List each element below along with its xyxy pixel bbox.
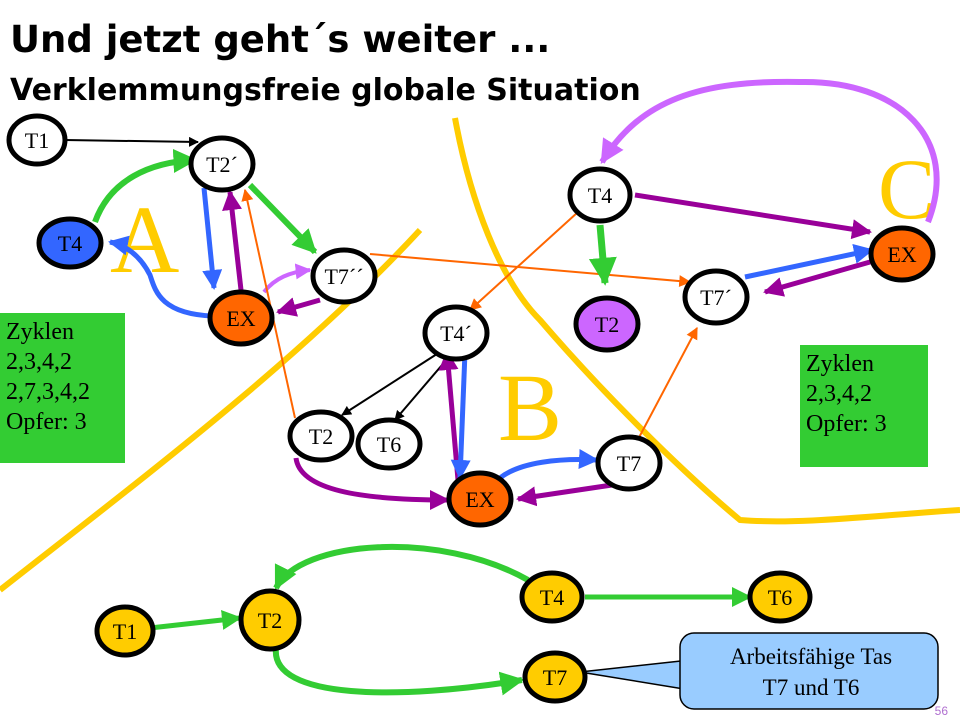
- edge-exb-t7: [498, 449, 599, 481]
- node-t4-top-label: T4: [588, 183, 612, 208]
- node-t7-prime: T7´: [682, 268, 750, 326]
- zyklen-box-right: Zyklen 2,3,4,2 Opfer: 3: [800, 345, 928, 467]
- edge-t4b-t2b: [273, 543, 530, 591]
- edge-t1b-t2b: [149, 610, 242, 631]
- node-t1-bottom: T1: [94, 604, 156, 658]
- edge-t7p-exc: [744, 243, 874, 280]
- node-ex-a: EX: [207, 289, 275, 347]
- edge-ex-t4: [108, 235, 214, 319]
- region-label-a: A: [110, 186, 179, 293]
- node-t7-mid-label: T7: [617, 451, 641, 476]
- node-ex-b: EX: [446, 470, 514, 528]
- node-t2-violet: T2: [573, 295, 641, 353]
- edge-t4-t2: [588, 224, 617, 286]
- node-t6-mid-label: T6: [377, 432, 401, 457]
- zyklen-right-line-1: Zyklen: [806, 351, 874, 377]
- node-t7-prime-label: T7´: [700, 285, 732, 310]
- node-t4-prime: T4´: [422, 304, 490, 362]
- node-t1-top-label: T1: [25, 128, 49, 153]
- edge-t2p-ex: [201, 187, 223, 290]
- edge-t7pp-t7p: [369, 253, 692, 288]
- node-t4-bottom: T4: [519, 570, 585, 624]
- page-number: 56: [934, 704, 948, 718]
- edge-t4-exc: [634, 192, 872, 240]
- edge-t4-t2p: [92, 148, 198, 224]
- node-t1-bottom-label: T1: [113, 619, 137, 644]
- zyklen-left-line-1: Zyklen: [6, 319, 74, 345]
- node-t4-bottom-label: T4: [540, 585, 564, 610]
- node-t2-bottom: T2: [238, 588, 302, 652]
- edge-t7-exb: [516, 482, 613, 507]
- node-t7-bottom: T7: [522, 650, 588, 704]
- node-t7-double-prime-label: T7´´: [324, 264, 363, 289]
- boundary-line-right: [452, 117, 960, 525]
- zyklen-left-line-4: Opfer: 3: [6, 409, 87, 435]
- node-t4-blue: T4: [36, 216, 104, 270]
- edge-t4-t4p: [469, 211, 579, 311]
- edge-ex-t2p: [222, 190, 244, 291]
- edge-t1-t2p: [64, 136, 199, 147]
- node-t4-prime-label: T4´: [440, 321, 472, 346]
- edge-t7pp-ex: [276, 297, 321, 317]
- region-label-b: B: [498, 354, 562, 461]
- zyklen-right-line-3: Opfer: 3: [806, 411, 887, 437]
- node-t2-mid: T2: [287, 409, 355, 463]
- zyklen-left-line-3: 2,7,3,4,2: [6, 379, 90, 405]
- edge-t2b-t7b: [272, 647, 525, 696]
- node-ex-a-label: EX: [226, 306, 255, 331]
- edge-exc-t4: [599, 78, 940, 224]
- edge-t4p-t6: [394, 357, 449, 421]
- node-t2-prime-label: T2´: [206, 152, 238, 177]
- zyklen-right-line-2: 2,3,4,2: [806, 381, 872, 407]
- edge-exc-t7p: [763, 259, 871, 297]
- edge-t4p-exb: [450, 351, 471, 480]
- node-t1-top: T1: [6, 113, 68, 167]
- edge-t2-exb: [293, 457, 450, 510]
- node-t7-double-prime: T7´´: [310, 247, 378, 305]
- node-ex-c: EX: [868, 225, 936, 283]
- graph-edges: [64, 78, 940, 696]
- zyklen-left-line-2: 2,3,4,2: [6, 349, 72, 375]
- node-t2-prime: T2´: [188, 135, 256, 193]
- callout-bubble: Arbeitsfähige Tas T7 und T6: [579, 632, 939, 710]
- region-label-c: C: [878, 141, 935, 237]
- callout-box: [679, 632, 939, 710]
- edge-t2p-t7pp: [247, 182, 318, 255]
- edge-t4p-t2: [341, 351, 441, 416]
- edge-t7-t7p: [634, 326, 698, 446]
- callout-line-2: T7 und T6: [763, 675, 860, 700]
- node-t7-mid: T7: [595, 434, 663, 492]
- node-t4-blue-label: T4: [58, 231, 82, 256]
- callout-pointer: [579, 659, 691, 691]
- node-t6-bottom: T6: [747, 570, 813, 624]
- node-ex-c-label: EX: [887, 242, 916, 267]
- callout-line-1: Arbeitsfähige Tas: [730, 644, 892, 669]
- node-ex-b-label: EX: [465, 487, 494, 512]
- node-t6-mid: T6: [355, 417, 423, 471]
- page-title: Und jetzt geht´s weiter ...: [10, 18, 551, 61]
- node-t2-violet-label: T2: [595, 312, 619, 337]
- node-t6-bottom-label: T6: [768, 585, 792, 610]
- node-t7-bottom-label: T7: [543, 665, 567, 690]
- zyklen-box-left: Zyklen 2,3,4,2 2,7,3,4,2 Opfer: 3: [0, 313, 125, 463]
- edge-ex-t7pp: [262, 263, 312, 294]
- page-subtitle: Verklemmungsfreie globale Situation: [10, 73, 641, 108]
- edge-exb-t4p: [438, 350, 461, 481]
- node-t2-bottom-label: T2: [258, 608, 282, 633]
- node-t4-top: T4: [567, 166, 633, 224]
- node-t2-mid-label: T2: [309, 424, 333, 449]
